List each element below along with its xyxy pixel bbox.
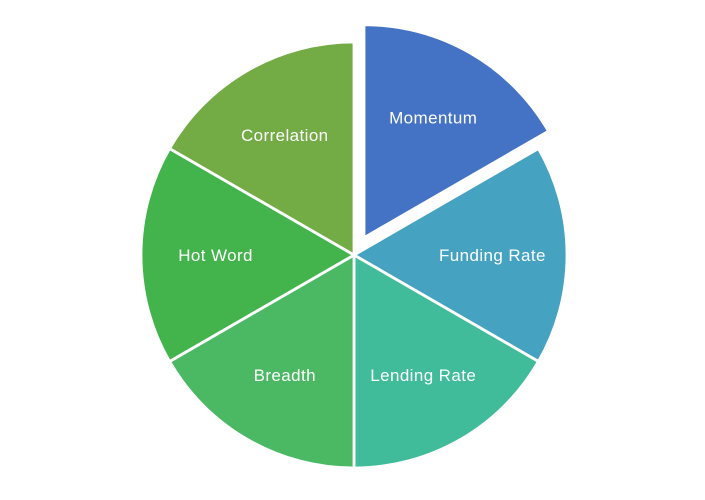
pie-slice-breadth[interactable] (168, 253, 356, 470)
pie-slice-lending-rate[interactable] (352, 253, 540, 470)
pie-slice-hot-word[interactable] (139, 147, 356, 363)
pie-slice-momentum[interactable] (362, 23, 550, 240)
pie-slice-funding-rate[interactable] (352, 147, 569, 363)
pie-slice-correlation[interactable] (168, 40, 356, 257)
